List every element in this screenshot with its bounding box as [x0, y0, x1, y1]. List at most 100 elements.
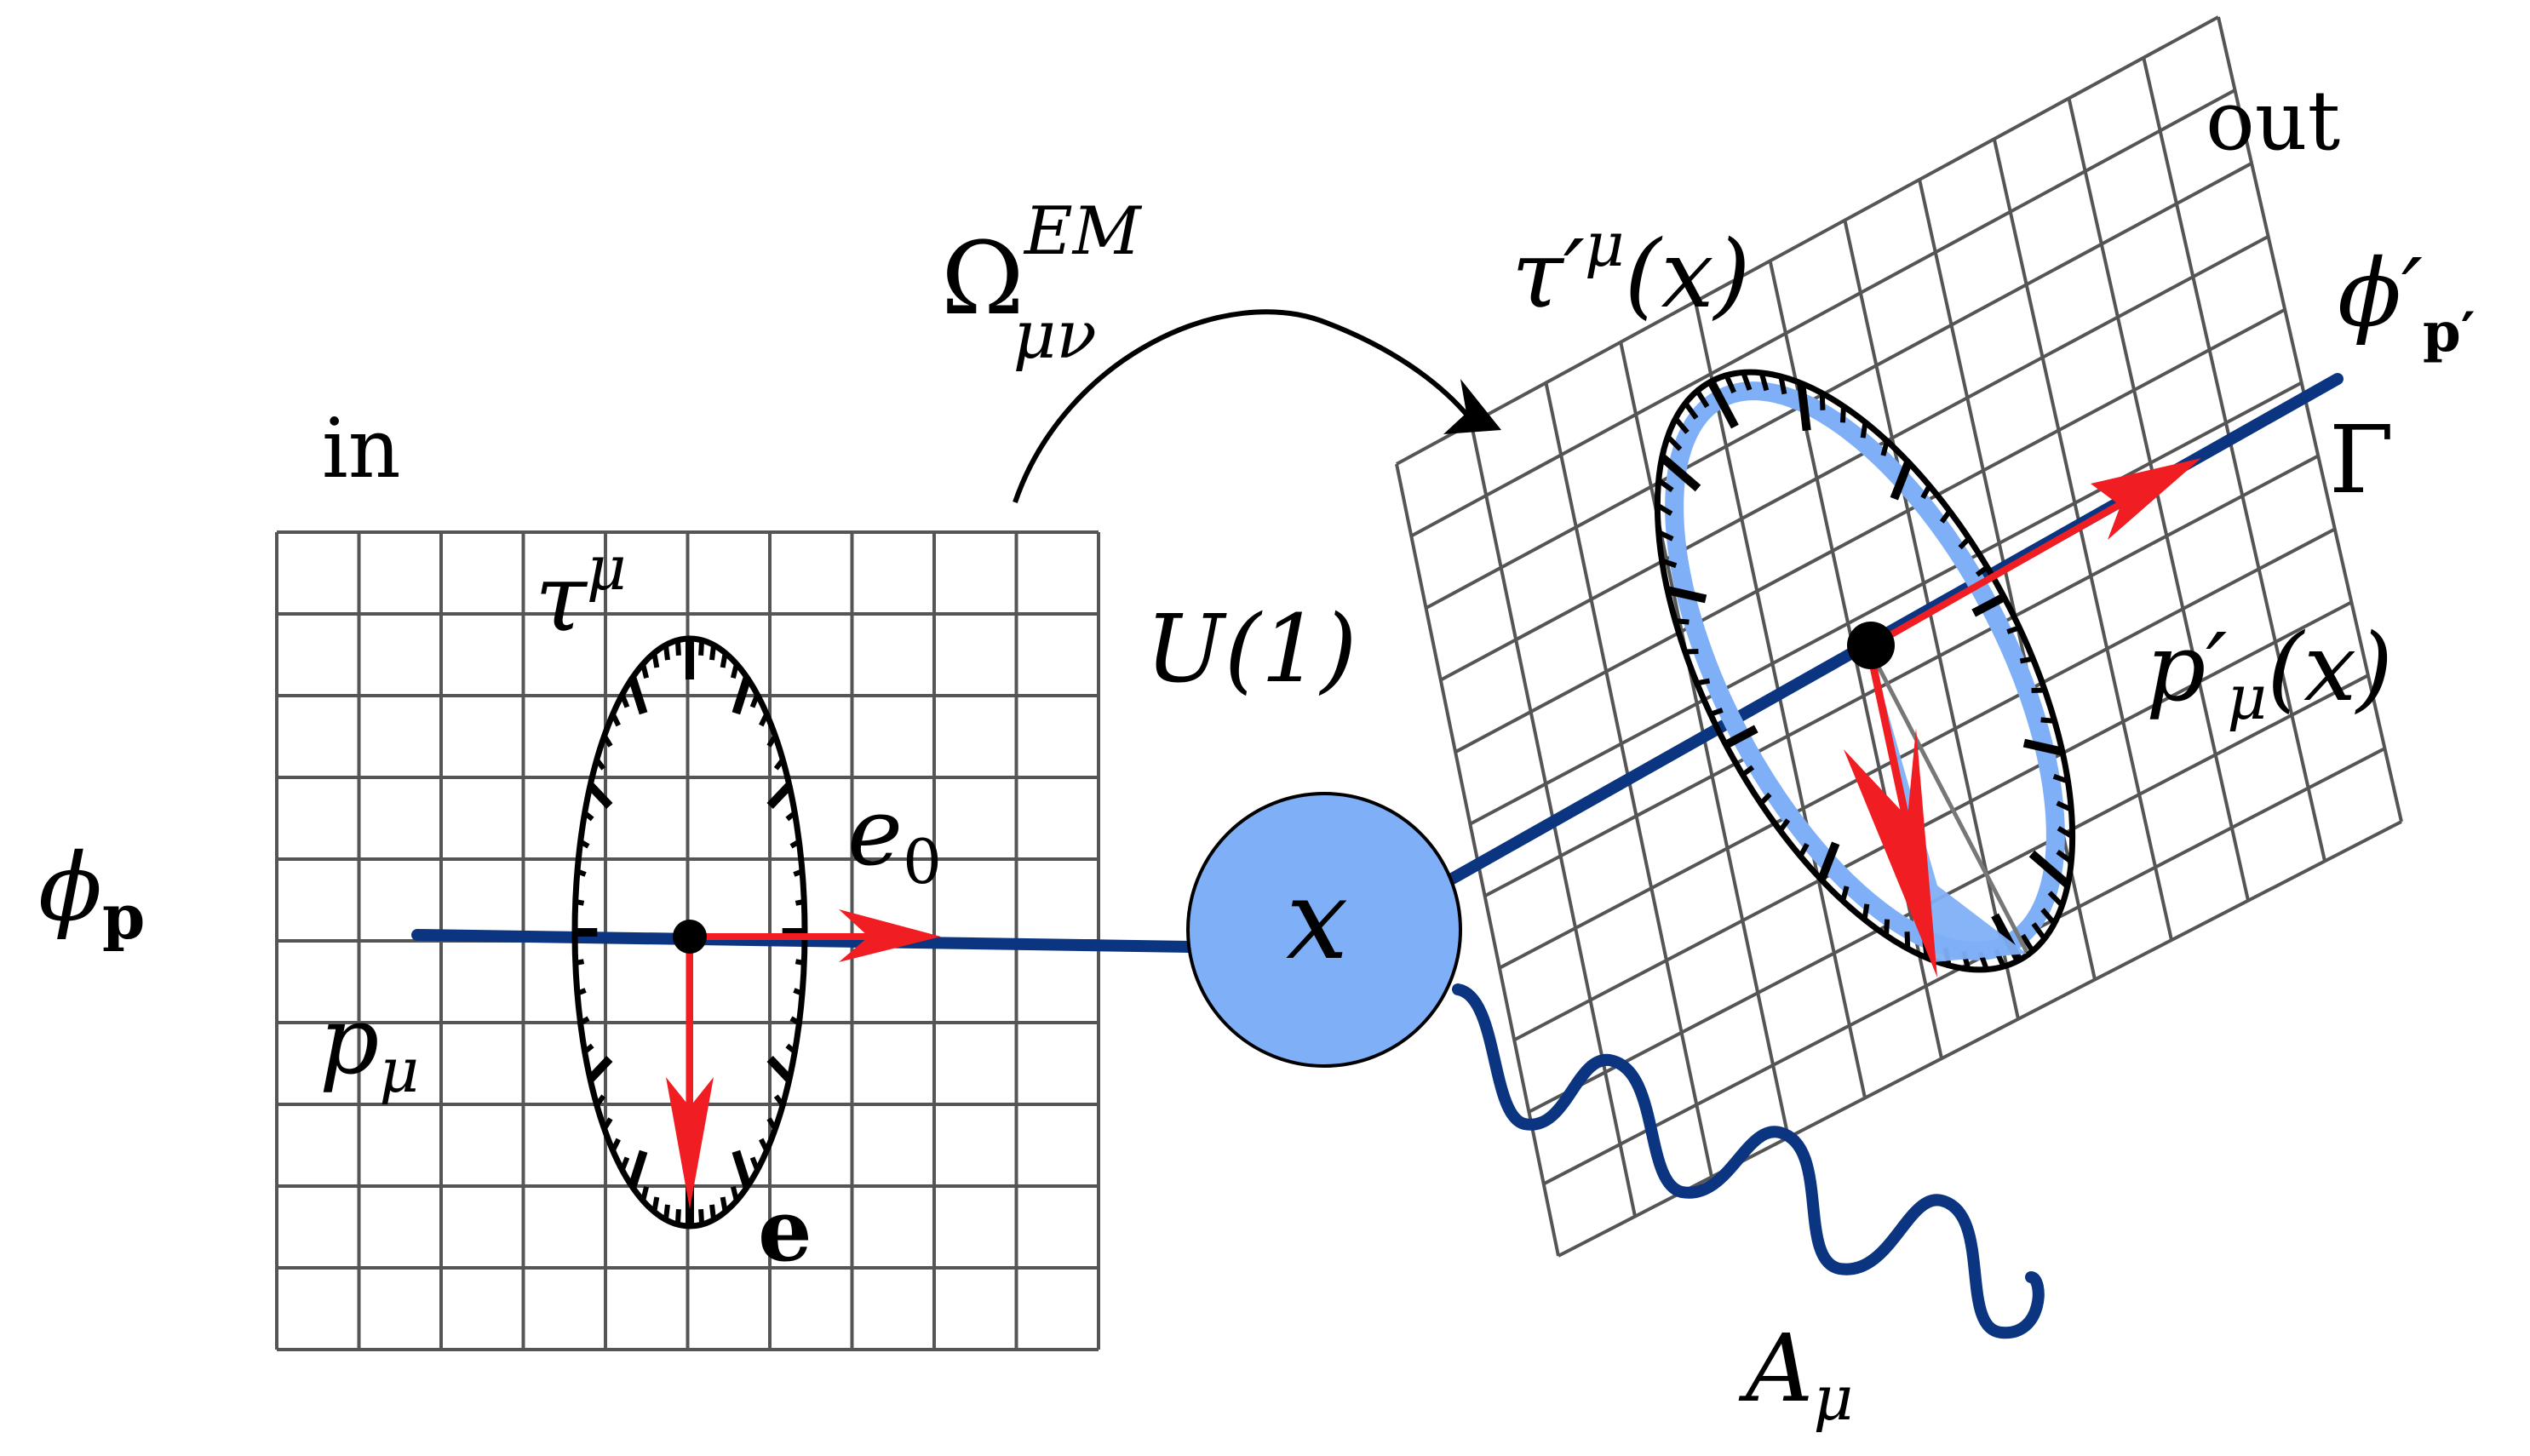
- label-phi-prime: ϕ′p′: [2338, 238, 2475, 364]
- minute-tick: [2047, 891, 2064, 908]
- minute-tick: [575, 959, 585, 966]
- hour-tick: [1797, 382, 1811, 432]
- minute-tick: [698, 1209, 705, 1225]
- minute-tick: [582, 811, 594, 822]
- minute-tick: [674, 1209, 681, 1225]
- minute-tick: [1741, 765, 1755, 777]
- minute-tick: [2056, 800, 2073, 812]
- minute-tick: [1880, 440, 1890, 456]
- minute-tick: [576, 868, 587, 877]
- label-p-prime: p′μ(x): [2146, 613, 2393, 733]
- minute-tick: [1683, 401, 1699, 420]
- minute-tick: [698, 639, 705, 656]
- minute-tick: [1666, 434, 1683, 451]
- minute-tick: [709, 645, 717, 661]
- minute-tick: [759, 713, 770, 727]
- minute-tick: [1695, 389, 1710, 409]
- minute-tick: [1798, 842, 1810, 858]
- transition-arrow: [1013, 309, 1472, 503]
- minute-tick: [1840, 886, 1850, 902]
- hour-tick: [1971, 593, 2006, 617]
- minute-tick: [789, 839, 800, 849]
- minute-tick: [795, 898, 805, 906]
- minute-tick: [1758, 792, 1772, 805]
- transition-arrow-head: [1443, 379, 1501, 434]
- grid-line: [1483, 454, 2320, 898]
- minute-tick: [2040, 908, 2057, 926]
- phase-wedge-edge: [1867, 647, 2029, 954]
- e0-arrow-head: [839, 909, 941, 962]
- grid-line: [1410, 89, 2236, 538]
- grid-line: [2067, 98, 2250, 902]
- minute-tick: [619, 693, 630, 708]
- minute-tick: [1724, 374, 1736, 394]
- minute-tick: [730, 1186, 739, 1201]
- grid-line: [1558, 820, 2402, 1258]
- hour-tick: [1667, 586, 1707, 604]
- label-out: out: [2206, 73, 2340, 169]
- hour-tick: [731, 1149, 752, 1189]
- minute-tick: [651, 652, 660, 668]
- minute-tick: [2019, 656, 2034, 664]
- minute-tick: [1741, 371, 1753, 391]
- minute-tick: [2052, 773, 2069, 784]
- minute-tick: [1819, 393, 1826, 410]
- minute-tick: [785, 1043, 797, 1054]
- minute-tick: [766, 1117, 777, 1131]
- grid-line: [1439, 234, 2269, 682]
- minute-tick: [2020, 933, 2035, 953]
- minute-tick: [576, 988, 587, 996]
- minute-tick: [759, 1138, 770, 1152]
- hour-tick: [628, 676, 648, 715]
- hour-tick: [766, 1056, 793, 1082]
- minute-tick: [663, 645, 670, 661]
- minute-tick: [793, 868, 804, 877]
- hour-tick: [587, 1056, 613, 1082]
- minute-tick: [720, 652, 728, 668]
- minute-tick: [1673, 416, 1690, 434]
- hour-tick: [1817, 841, 1840, 882]
- minute-tick: [1920, 484, 1932, 500]
- label-in: in: [322, 401, 401, 496]
- minute-tick: [575, 898, 585, 906]
- grid-line: [1918, 179, 2097, 980]
- minute-tick: [594, 758, 606, 771]
- hour-tick: [628, 1149, 648, 1189]
- label-phi-p: ϕp: [38, 833, 145, 953]
- minute-tick: [1839, 406, 1846, 423]
- minute-tick: [2031, 687, 2045, 694]
- minute-tick: [1661, 558, 1678, 569]
- minute-tick: [2031, 922, 2047, 941]
- minute-tick: [602, 734, 613, 748]
- minute-tick: [610, 1138, 621, 1152]
- minute-tick: [640, 1186, 650, 1201]
- minute-tick: [640, 663, 650, 679]
- minute-tick: [579, 1016, 590, 1026]
- grid-line: [1425, 162, 2253, 610]
- grid-line: [1396, 15, 2219, 466]
- minute-tick: [579, 839, 590, 849]
- hour-tick: [2028, 850, 2071, 888]
- minute-tick: [610, 713, 621, 727]
- label-tau-prime: τ′μ(x): [1512, 209, 1751, 329]
- minute-tick: [2056, 849, 2074, 864]
- minute-tick: [793, 988, 804, 996]
- minute-tick: [749, 1156, 760, 1172]
- hour-tick: [766, 782, 793, 809]
- e-prime-arrow-head: [1844, 728, 1937, 977]
- minute-tick: [1657, 530, 1674, 542]
- minute-tick: [2006, 625, 2021, 634]
- minute-tick: [1958, 536, 1971, 550]
- grid-line: [2217, 16, 2403, 823]
- minute-tick: [795, 959, 805, 966]
- in-clock: [571, 635, 941, 1230]
- minute-tick: [1674, 618, 1690, 625]
- minute-tick: [602, 1117, 613, 1131]
- label-u1: U(1): [1145, 594, 1357, 703]
- minute-tick: [1862, 903, 1870, 920]
- minute-tick: [663, 1204, 670, 1220]
- hour-tick: [1724, 725, 1758, 749]
- hour-tick: [1707, 379, 1739, 429]
- minute-tick: [1684, 648, 1699, 655]
